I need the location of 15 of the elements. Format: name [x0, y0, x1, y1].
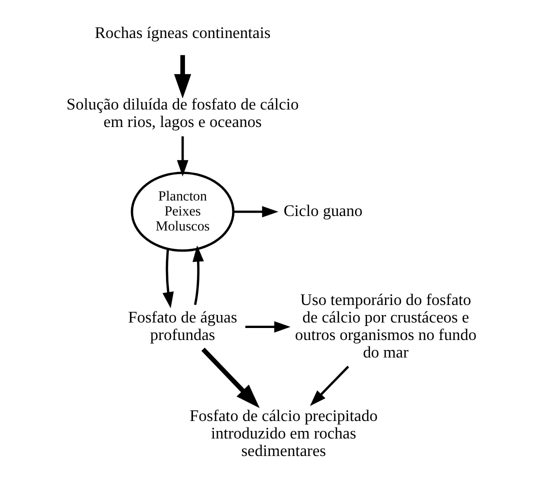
node-text: Uso temporário do fosfato de cálcio por crustáceos e outros organismos no fundo do mar [294, 291, 476, 362]
arrow [162, 248, 174, 308]
node-text: Rochas ígneas continentais [94, 24, 270, 42]
node-text: Solução diluída de fosfato de cálcio em rios, lagos e oceanos [66, 96, 298, 131]
node-ellipse: Plancton Peixes Moluscos [130, 172, 234, 252]
arrow [176, 136, 188, 176]
arrow [174, 55, 191, 99]
node-text: Fosfato de águas profundas [128, 308, 237, 344]
node-text: Ciclo guano [283, 202, 362, 220]
arrow [200, 348, 260, 408]
arrow [233, 206, 278, 218]
arrow [192, 245, 204, 306]
node-text: Fosfato de cálcio precipitado introduzido em rochas sedimentares [189, 407, 378, 460]
arrow [244, 321, 290, 333]
arrow [309, 366, 349, 406]
